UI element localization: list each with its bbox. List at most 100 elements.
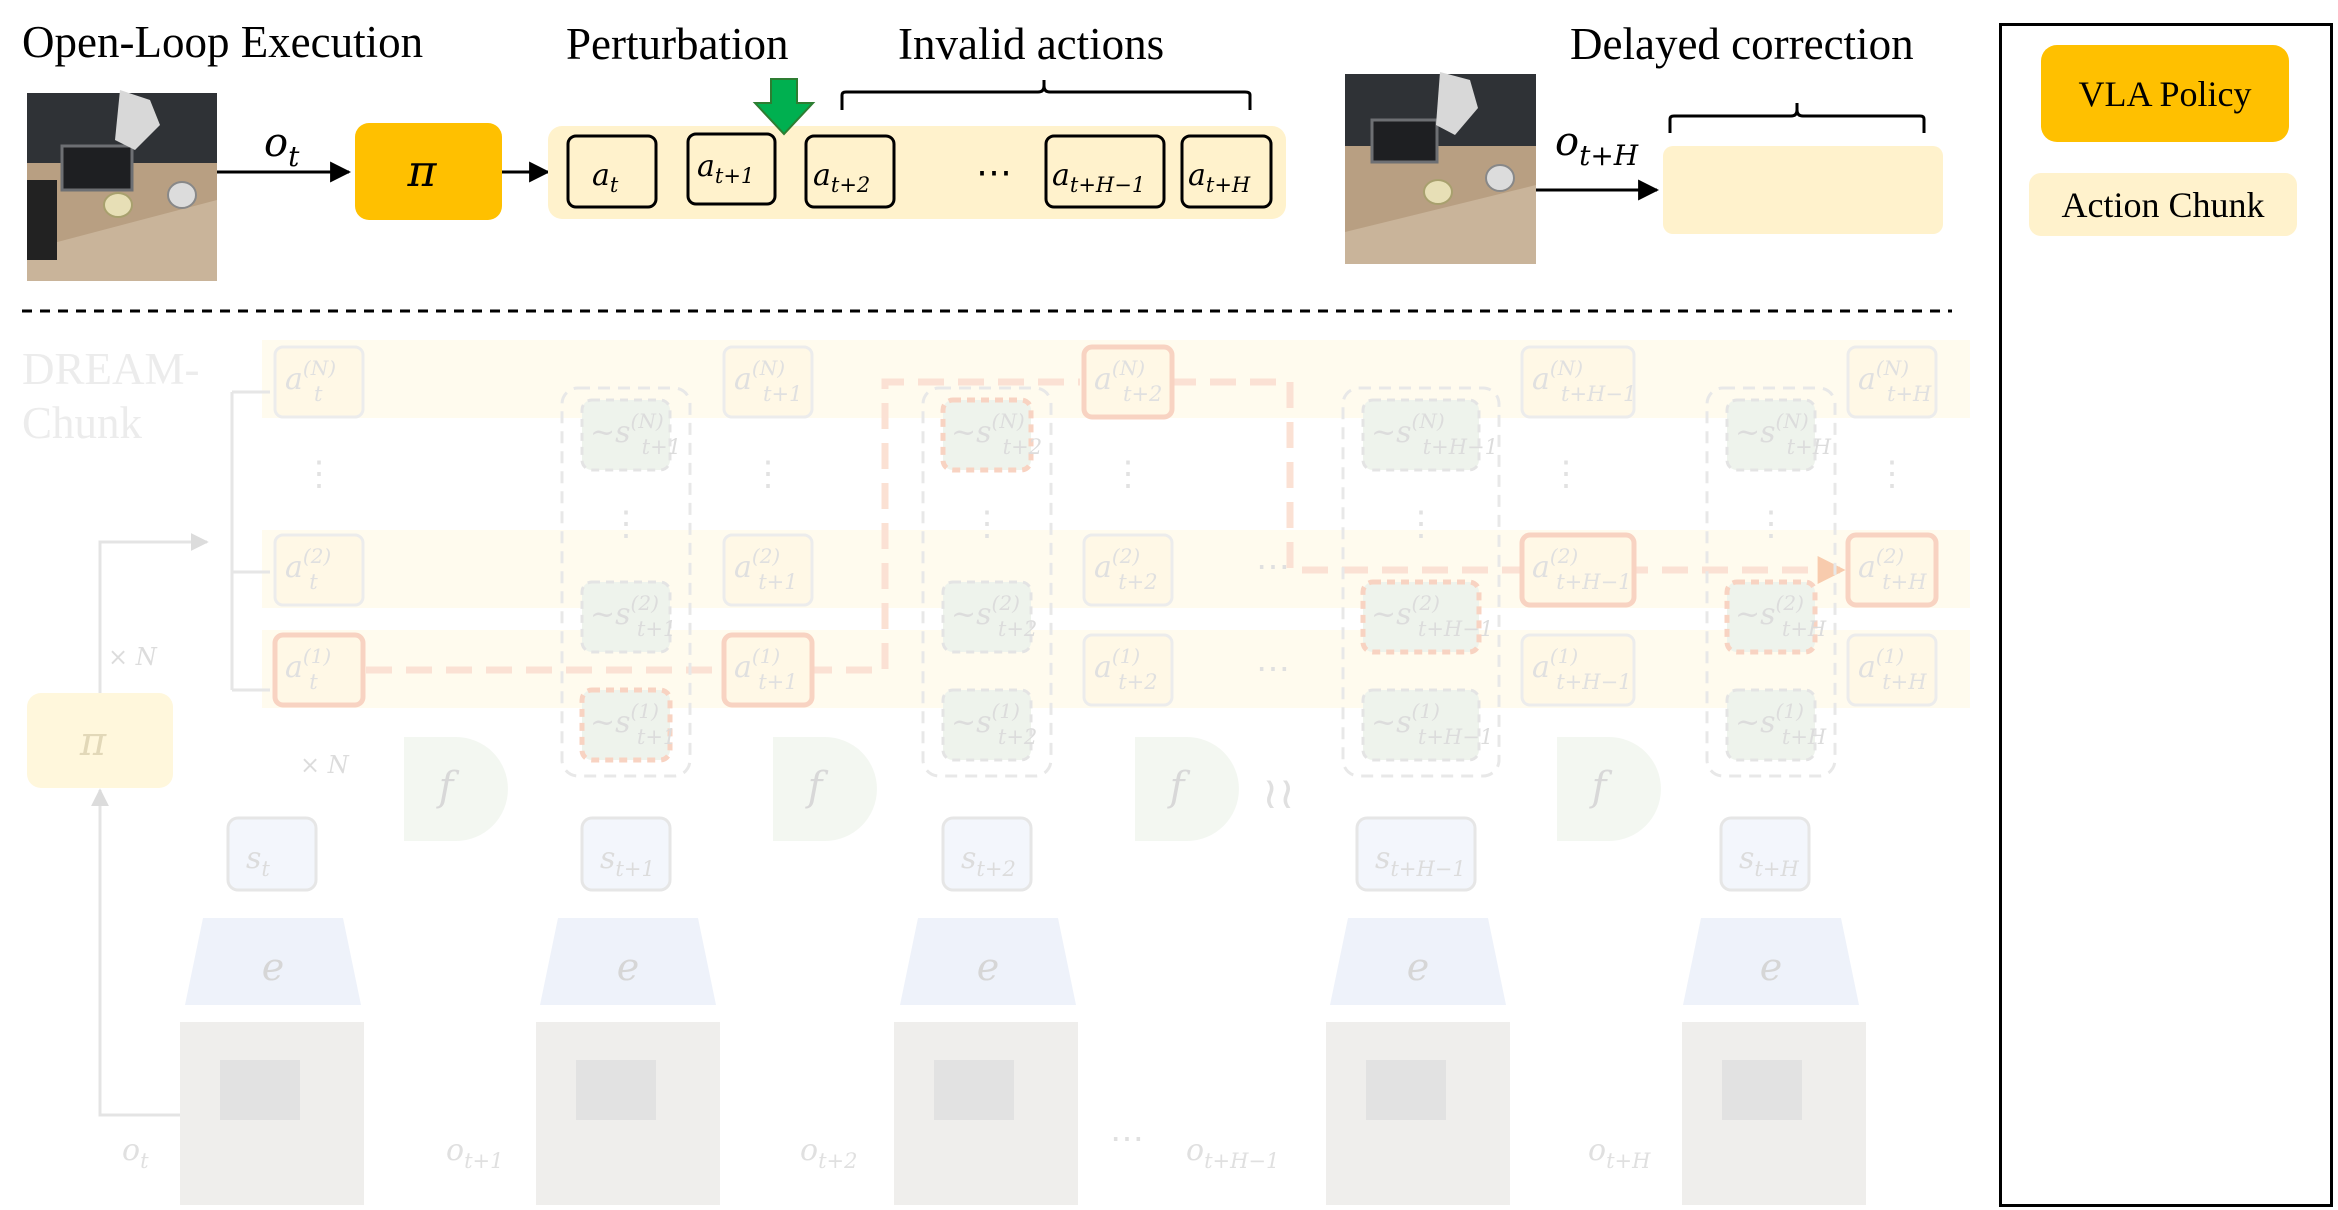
svg-text:at+2: at+2 [813,158,870,197]
faded-action-label: a(1)t [285,644,331,694]
faded-action-cell [273,345,365,419]
faded-action-label: a(1)t+1 [734,644,798,694]
faded-f-gate [1135,737,1239,841]
faded-state-box [941,816,1033,892]
faded-encoder [1683,918,1859,1005]
faded-encoder-label: e [1407,945,1430,989]
faded-state-label: st+H−1 [1375,841,1466,881]
faded-action-label: a(2)t [285,544,331,594]
svg-text:at+1: at+1 [697,149,754,188]
faded-encoder [185,918,361,1005]
policy-box [355,123,502,220]
faded-action-cell [1519,532,1637,608]
faded-action-cell [1520,345,1636,419]
faded-vdots: ⋮ [970,504,1004,544]
faded-sample-label: ~s(N)t+H [1735,409,1832,459]
faded-sample-cell [941,580,1033,654]
faded-sample-label: ~s(2)t+1 [590,591,676,641]
faded-ellipsis: ⋯ [1256,649,1290,689]
faded-vdots: ⋮ [1404,504,1438,544]
faded-action-cell [722,345,814,419]
faded-action-cell [1846,345,1938,419]
faded-break: ≀≀ [1262,768,1295,819]
faded-f-gate [773,737,877,841]
faded-action-label: a(1)t+2 [1094,644,1158,694]
faded-sample-cell [580,580,672,654]
faded-sample-cell [579,687,673,763]
faded-action-label: a(N)t+2 [1094,356,1162,406]
faded-scene-detail [576,1060,656,1120]
faded-state-label: st [246,841,270,881]
top-ellipsis: ⋯ [976,152,1012,193]
faded-obs-label: ot+H [1588,1133,1651,1173]
faded-vdots: ⋮ [302,454,336,494]
delayed-correction-brace [1668,103,1926,133]
faded-sample-group [1341,386,1501,778]
action-box-t: at [566,134,658,209]
faded-obs-label: ot+1 [446,1133,503,1173]
faded-encoder [540,918,716,1005]
faded-vdots: ⋮ [1549,454,1583,494]
faded-f-gate [404,737,508,841]
action-box-t-plus-H-minus-1: at+H−1 [1044,134,1166,209]
faded-state-label: st+H [1739,841,1799,881]
faded-sample-label: ~s(1)t+H [1735,699,1827,749]
faded-scene-detail [220,1060,300,1120]
faded-action-cell [1081,344,1175,420]
faded-encoder-label: e [977,945,1000,989]
faded-action-cell [722,533,814,607]
legend-policy: VLA Policy [2041,45,2289,142]
action-box-t-plus-1: at+1 [686,132,777,206]
faded-action-cell [1520,633,1636,707]
faded-state-box [580,816,672,892]
faded-sample-cell [1725,398,1817,472]
faded-action-cell [272,632,366,708]
faded-action-label: a(N)t+H [1858,356,1932,406]
faded-state-box [1719,816,1811,892]
invalid-actions-brace [840,80,1252,110]
legend-chunk: Action Chunk [2029,173,2297,236]
obs-to-policy-line [91,788,180,1117]
faded-sample-cell [941,688,1033,762]
svg-text:at: at [592,158,619,197]
faded-cells: a(N)ta(2)ta(1)t⋮a(N)t+1a(2)t+1a(1)t+1⋮a(… [122,344,1939,1205]
faded-action-cell [1846,633,1938,707]
action-box-t-plus-H: at+H [1180,134,1273,209]
faded-obs-label: ot [122,1133,149,1173]
svg-text:at+H−1: at+H−1 [1052,158,1145,197]
faded-sample-cell [1361,688,1481,762]
faded-action-label: a(2)t+H−1 [1532,544,1632,594]
faded-sample-cell [940,397,1034,473]
legend-panel [1999,23,2333,1207]
obs-t-label: ot [264,120,300,173]
faded-encoder-label: e [617,945,640,989]
faded-action-label: a(N)t+1 [734,356,802,406]
faded-action-cell [1082,633,1174,707]
faded-vdots: ⋮ [1111,454,1145,494]
faded-vdots: ⋮ [1754,504,1788,544]
corrected-chunk-box [1663,146,1943,234]
faded-sample-cell [1725,688,1817,762]
faded-encoder-label: e [1760,945,1783,989]
action-chunk-bar [548,126,1286,219]
trajectory-path-1 [366,378,1080,674]
faded-sample-cell [1724,579,1818,655]
faded-policy-pi: π [79,719,107,765]
faded-f-gate [1557,737,1661,841]
samples-bracket [230,390,270,692]
faded-vdots: ⋮ [609,504,643,544]
faded-sample-label: ~s(N)t+1 [590,409,681,459]
faded-sample-group [921,386,1053,778]
open-loop-title: Open-Loop Execution [22,17,424,67]
faded-action-label: a(1)t+H [1858,644,1927,694]
faded-action-cell [1082,533,1174,607]
faded-action-cell [721,632,815,708]
faded-action-label: a(2)t+H [1858,544,1927,594]
faded-action-label: a(2)t+2 [1094,544,1158,594]
faded-ellipsis: ⋯ [1256,547,1290,587]
faded-sample-label: ~s(2)t+H−1 [1371,591,1493,641]
faded-sample-cell [1361,398,1481,472]
faded-action-label: a(N)t+H−1 [1532,356,1636,406]
faded-sample-group [560,386,692,778]
delayed-correction-title: Delayed correction [1570,19,1914,69]
